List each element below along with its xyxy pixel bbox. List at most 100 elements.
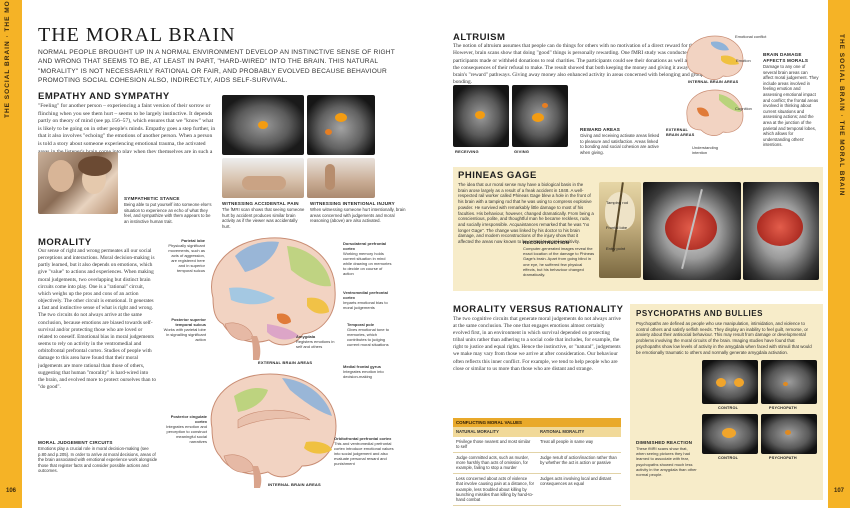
recon-caption-heading: RECONSTRUCTION (523, 240, 570, 245)
left-side-strip: THE SOCIAL BRAIN · THE MORAL BRAIN 106 (0, 0, 22, 508)
diagram-label-emotion: Emotion (736, 58, 751, 63)
gage-skull-photo (599, 182, 641, 278)
empathy-heading: EMPATHY AND SYMPATHY (38, 91, 170, 102)
internal-brain-diagram (210, 373, 337, 488)
altruism-scan-receiving (453, 85, 509, 147)
activation-spot (532, 113, 544, 122)
diagram-label-internal: INTERNAL BRAIN AREAS (688, 80, 739, 84)
label-temporal-title: Temporal pole (347, 322, 375, 327)
conflicting-values-table: CONFLICTING MORAL VALUES NATURAL MORALIT… (453, 418, 621, 506)
label-entry-point: Entry point (606, 246, 626, 251)
left-section-label: THE SOCIAL BRAIN · THE MORAL BRAIN (4, 0, 11, 118)
label-vmpfc: Ventromedial prefrontal cortex Imparts e… (343, 290, 393, 310)
label-dlpfc-title: Dorsolateral prefrontal cortex (343, 241, 387, 251)
damage-caption: Damage to any one of several brain areas… (763, 64, 819, 148)
intentional-caption: When witnessing someone hurt intentional… (310, 207, 406, 224)
label-mfg: Medial frontal gyrus Integrates emotion … (343, 364, 393, 379)
amygdala-activity (722, 428, 736, 438)
psych-scan-psychopath-2 (761, 414, 817, 454)
temporal-region (267, 324, 299, 340)
person-a (48, 160, 74, 192)
sympathy-caption-heading: SYMPATHETIC STANCE (124, 196, 180, 201)
psych-scan-psychopath (761, 360, 817, 404)
rationality-heading: MORALITY VERSUS RATIONALITY (453, 304, 624, 315)
circuits-caption-heading: MORAL JUDGEMENT CIRCUITS (38, 440, 113, 445)
label-mfg-title: Medial frontal gyrus (343, 364, 382, 369)
section-label: THE SOCIAL BRAIN (4, 40, 11, 118)
section-label-bold: THE MORAL BRAIN (838, 120, 845, 197)
brainstem (251, 336, 261, 360)
sympathy-caption: Being able to put yourself into someone … (124, 202, 212, 224)
label-temporal: Temporal pole Gives emotional tone to me… (347, 322, 395, 347)
damage-caption-heading: BRAIN DAMAGE AFFECTS MORALS (763, 52, 809, 63)
activation-spot (475, 111, 485, 119)
page-title: THE MORAL BRAIN (38, 24, 236, 46)
foot-photo-injury (307, 158, 375, 198)
page-number-right: 107 (833, 488, 844, 494)
label-amygdala: Amygdala Registers emotions in self and … (296, 334, 340, 349)
brainstem (252, 466, 262, 488)
scan-label-control: CONTROL (718, 406, 739, 410)
foot (242, 176, 286, 190)
table-cell: Less concerned about acts of violence th… (456, 475, 534, 503)
pcc-region (234, 388, 268, 412)
fmri-scan-intentional (307, 95, 375, 155)
table-cell: Judge result of action/inaction rather t… (540, 454, 617, 466)
table-cell: Privilege those nearest and most similar… (456, 438, 531, 450)
diminished-caption: These fMRI scans show that, when seeing … (636, 446, 697, 478)
label-pcc-title: Posterior cingulate cortex (170, 414, 207, 424)
label-parietal-title: Parietal lobe (181, 238, 205, 243)
lead-paragraph: NORMAL PEOPLE BROUGHT UP IN A NORMAL ENV… (38, 49, 395, 84)
table-cell: Treat all people in same way (540, 438, 594, 444)
sts-region (229, 287, 275, 305)
scan-label-giving: GIVING (514, 149, 530, 154)
column-natural: NATURAL MORALITY (456, 429, 499, 435)
label-dlpfc: Dorsolateral prefrontal cortex Working m… (343, 241, 393, 276)
label-sts-title: Posterior superior temporal sulcus (171, 317, 206, 327)
altruism-internal-brain (686, 35, 744, 80)
reward-caption: Giving and receiving activate areas link… (580, 133, 660, 155)
label-parietal-desc: Physically significant movements, such a… (168, 243, 205, 273)
activation-spot (335, 113, 347, 122)
rationality-body: The two cognitive circuits that generate… (453, 316, 621, 372)
label-ofc-desc: This and ventromedial prefrontal cortex … (334, 441, 394, 466)
label-temporal-desc: Gives emotional tone to memories, which … (347, 327, 390, 347)
table-row: Judge committed acts, such as murder, mo… (453, 453, 621, 474)
gage-reconstruction-front (643, 182, 741, 280)
external-brain-diagram (211, 237, 336, 360)
psych-scan-control (702, 360, 758, 404)
intentional-caption-heading: WITNESSING INTENTIONAL INJURY (310, 201, 395, 206)
amygdala-region (277, 313, 291, 325)
amygdala-activity (783, 382, 788, 386)
hair (78, 156, 112, 176)
label-amygdala-title: Amygdala (296, 334, 316, 339)
diagram-label-understanding: Understanding intention (692, 145, 719, 155)
diagram-label-conflict: Emotional conflict (735, 34, 767, 39)
internal-brain-caption: INTERNAL BRAIN AREAS (268, 482, 321, 487)
brain-red (757, 208, 803, 246)
label-mfg-desc: Integrates emotion into decision-making (343, 369, 384, 379)
empathy-body: "Feeling" for another person – experienc… (38, 103, 216, 153)
section-label-bold: THE MORAL BRAIN (4, 0, 11, 32)
phineas-body: The idea that our moral sense may have a… (458, 182, 594, 245)
amygdala-activity (734, 378, 744, 387)
recon-caption: Computer-generated images reveal the exa… (523, 246, 595, 278)
psychopaths-heading: PSYCHOPATHS AND BULLIES (636, 309, 763, 318)
empathy-body-cont (124, 153, 216, 195)
altruism-heading: ALTRUISM (453, 32, 506, 43)
understanding-region (697, 107, 709, 117)
dlpfc-region (287, 246, 331, 287)
altruism-external-brain (686, 89, 744, 136)
activation-spot (258, 121, 268, 129)
fmri-scan-accidental (222, 95, 304, 155)
label-vmpfc-title: Ventromedial prefrontal cortex (343, 290, 388, 300)
label-vmpfc-desc: Imparts emotional bias to moral judgemen… (343, 300, 388, 310)
table-column-headers: NATURAL MORALITY RATIONAL MORALITY (453, 427, 621, 437)
scan-label-psychopath: PSYCHOPATH (769, 406, 797, 410)
label-tamping-rod: Tamping rod (606, 200, 629, 205)
scan-label-control-2: CONTROL (718, 456, 739, 460)
sympathy-photo (38, 152, 118, 214)
cognition-region (719, 94, 741, 112)
parietal-region (235, 241, 279, 272)
brain-outline (686, 35, 744, 80)
